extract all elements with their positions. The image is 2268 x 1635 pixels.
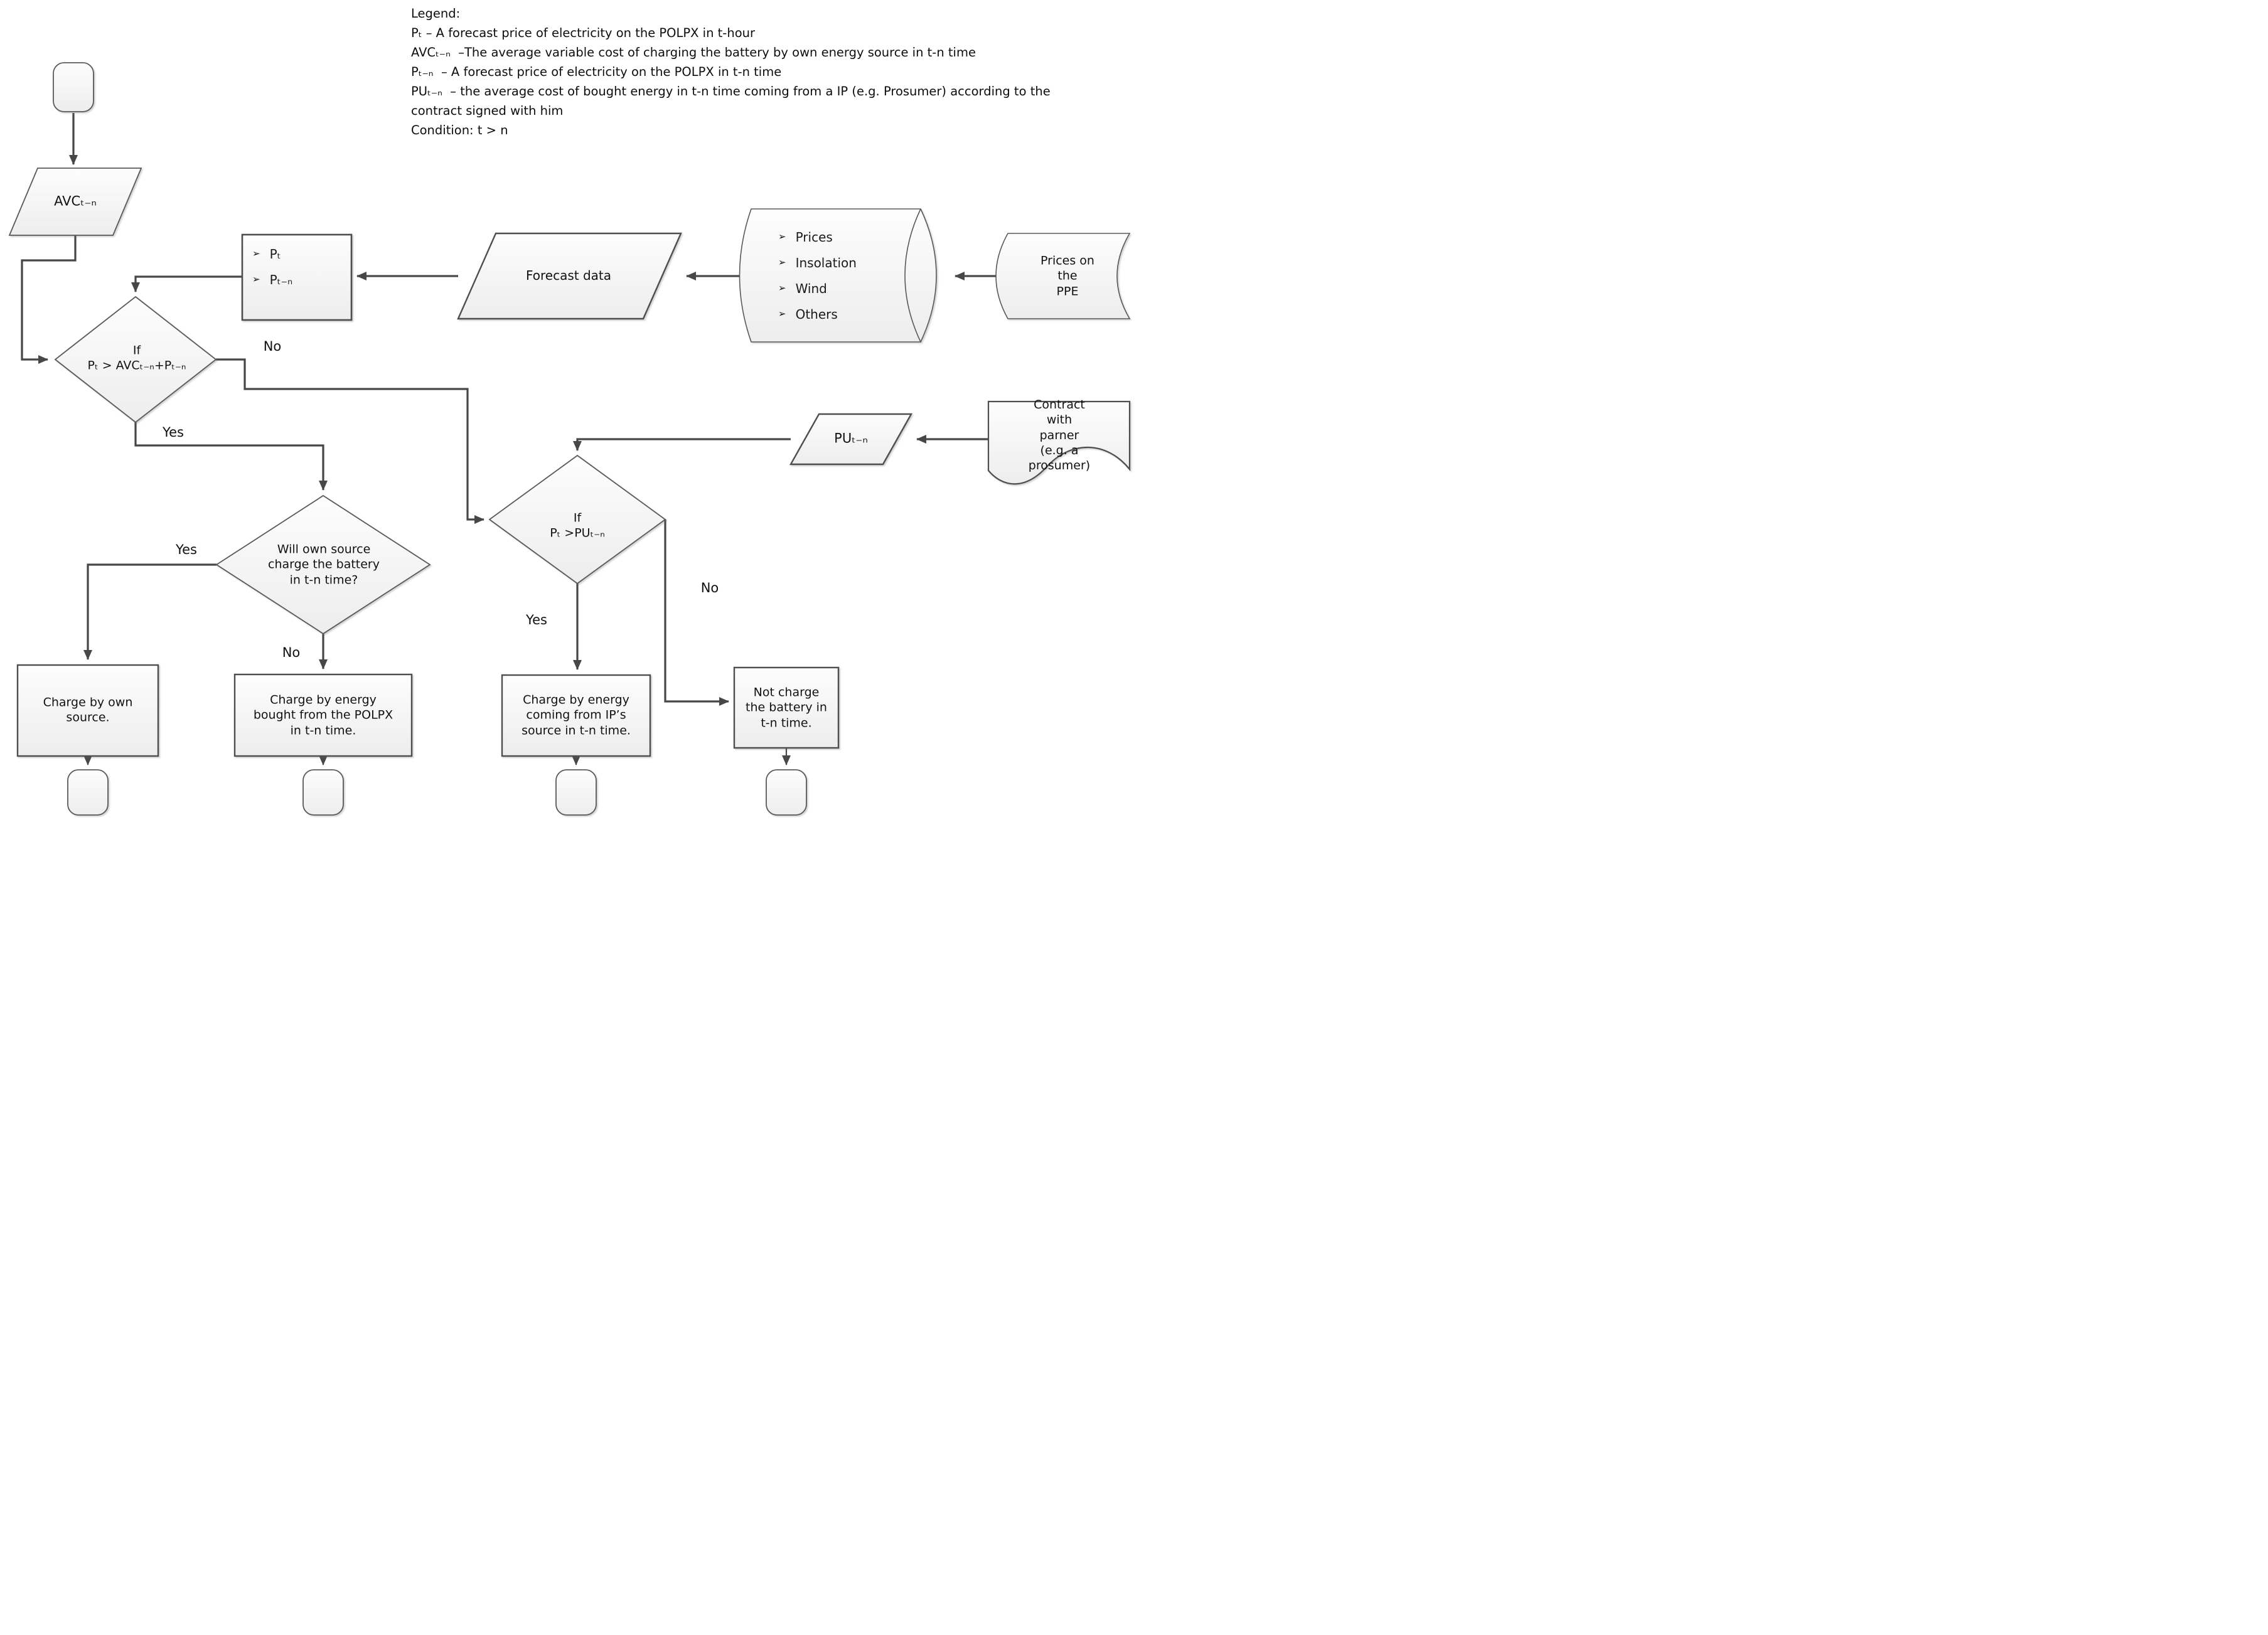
edge-decision-own-yes bbox=[83, 563, 217, 660]
end-terminator-own bbox=[67, 769, 109, 816]
decision-own-source-label: Will own source charge the battery in t-… bbox=[268, 542, 380, 587]
charge-own-box bbox=[16, 664, 159, 757]
edge-avc-to-decision-avc bbox=[21, 235, 77, 364]
ppe-stored-data-label: Prices on the PPE bbox=[1040, 253, 1094, 299]
arrow-bullet-icon: ➢ bbox=[778, 257, 786, 268]
decision-own-yes-label: Yes bbox=[176, 542, 197, 557]
legend-line-condition: Condition: t > n bbox=[411, 123, 508, 137]
decision-avc-label: If Pₜ > AVCₜ₋ₙ+Pₜ₋ₙ bbox=[87, 343, 186, 373]
avc-input-parallelogram bbox=[8, 168, 142, 236]
end-terminator-ip bbox=[555, 769, 597, 816]
contract-document bbox=[987, 400, 1131, 485]
edge-decision-avc-no bbox=[216, 358, 484, 524]
list-item-label: Wind bbox=[795, 280, 827, 296]
edge-decision-pu-no bbox=[664, 519, 729, 706]
charge-ip-box bbox=[501, 674, 651, 757]
forecast-inputs-box bbox=[241, 233, 353, 321]
list-item: ➢ Wind bbox=[778, 275, 857, 301]
not-charge-box bbox=[733, 666, 840, 749]
forecast-data-parallelogram bbox=[457, 232, 682, 320]
forecast-data-label: Forecast data bbox=[525, 268, 612, 284]
arrow-bullet-icon: ➢ bbox=[778, 282, 786, 294]
decision-pu-label: If Pₜ >PUₜ₋ₙ bbox=[550, 511, 605, 540]
list-item-label: Insolation bbox=[795, 255, 857, 270]
decision-own-no-label: No bbox=[282, 645, 301, 660]
legend-line-avc: AVCₜ₋ₙ –The average variable cost of cha… bbox=[411, 45, 976, 60]
pu-input-parallelogram bbox=[789, 413, 913, 466]
list-item: ➢ Pₜ bbox=[252, 241, 292, 267]
legend-line-pt: Pₜ – A forecast price of electricity on … bbox=[411, 26, 756, 40]
arrow-bullet-icon: ➢ bbox=[778, 231, 786, 242]
decision-avc-diamond bbox=[54, 296, 217, 423]
forecast-inputs-list: ➢ Pₜ ➢ Pₜ₋ₙ bbox=[252, 241, 292, 292]
decision-pu-diamond bbox=[488, 454, 666, 585]
list-item-label: Prices bbox=[795, 229, 833, 245]
flowchart-canvas: Legend: Pₜ – A forecast price of electri… bbox=[0, 0, 1134, 818]
forecast-database-list: ➢ Prices ➢ Insolation ➢ Wind ➢ Others bbox=[778, 224, 857, 327]
ppe-stored-data bbox=[995, 233, 1131, 319]
avc-input-label: AVCₜ₋ₙ bbox=[54, 193, 97, 209]
legend-title: Legend: bbox=[411, 6, 461, 21]
decision-avc-yes-label: Yes bbox=[163, 425, 184, 440]
decision-avc-no-label: No bbox=[263, 339, 282, 354]
arrow-bullet-icon: ➢ bbox=[252, 274, 260, 285]
legend-line-pu: PUₜ₋ₙ – the average cost of bought energ… bbox=[411, 84, 1051, 99]
decision-own-source-diamond bbox=[215, 494, 431, 635]
flowchart-shapes-and-connectors bbox=[8, 62, 1131, 816]
legend-line-pu-wrap: contract signed with him bbox=[411, 104, 564, 118]
list-item-label: Pₜ₋ₙ bbox=[269, 272, 293, 287]
charge-polpx-box bbox=[233, 673, 413, 757]
legend: Legend: Pₜ – A forecast price of electri… bbox=[411, 4, 1130, 140]
decision-pu-yes-label: Yes bbox=[526, 612, 547, 627]
not-charge-label: Not charge the battery in t-n time. bbox=[746, 685, 827, 730]
contract-document-label: Contract with parner (e.g. a prosumer) bbox=[1028, 398, 1091, 473]
list-item: ➢ Prices bbox=[778, 224, 857, 250]
edge-inputs-to-decision-avc bbox=[131, 275, 242, 292]
start-terminator bbox=[53, 62, 94, 112]
edge-pu-to-decision-pu bbox=[573, 438, 791, 451]
list-item: ➢ Pₜ₋ₙ bbox=[252, 267, 292, 292]
legend-line-ptn: Pₜ₋ₙ – A forecast price of electricity o… bbox=[411, 65, 782, 79]
pu-input-label: PUₜ₋ₙ bbox=[834, 430, 868, 446]
arrow-bullet-icon: ➢ bbox=[778, 308, 786, 319]
end-terminator-not-charge bbox=[766, 769, 807, 816]
charge-own-label: Charge by own source. bbox=[43, 695, 133, 725]
decision-pu-no-label: No bbox=[700, 580, 719, 595]
list-item: ➢ Others bbox=[778, 301, 857, 327]
edge-decision-avc-yes bbox=[134, 422, 328, 491]
cylinder-inner-edge bbox=[904, 208, 921, 343]
list-item: ➢ Insolation bbox=[778, 250, 857, 275]
arrow-bullet-icon: ➢ bbox=[252, 248, 260, 259]
end-terminator-polpx bbox=[302, 769, 344, 816]
charge-ip-label: Charge by energy coming from IP’s source… bbox=[522, 693, 631, 738]
list-item-label: Pₜ bbox=[269, 246, 281, 262]
list-item-label: Others bbox=[795, 306, 838, 322]
charge-polpx-label: Charge by energy bought from the POLPX i… bbox=[253, 693, 393, 738]
